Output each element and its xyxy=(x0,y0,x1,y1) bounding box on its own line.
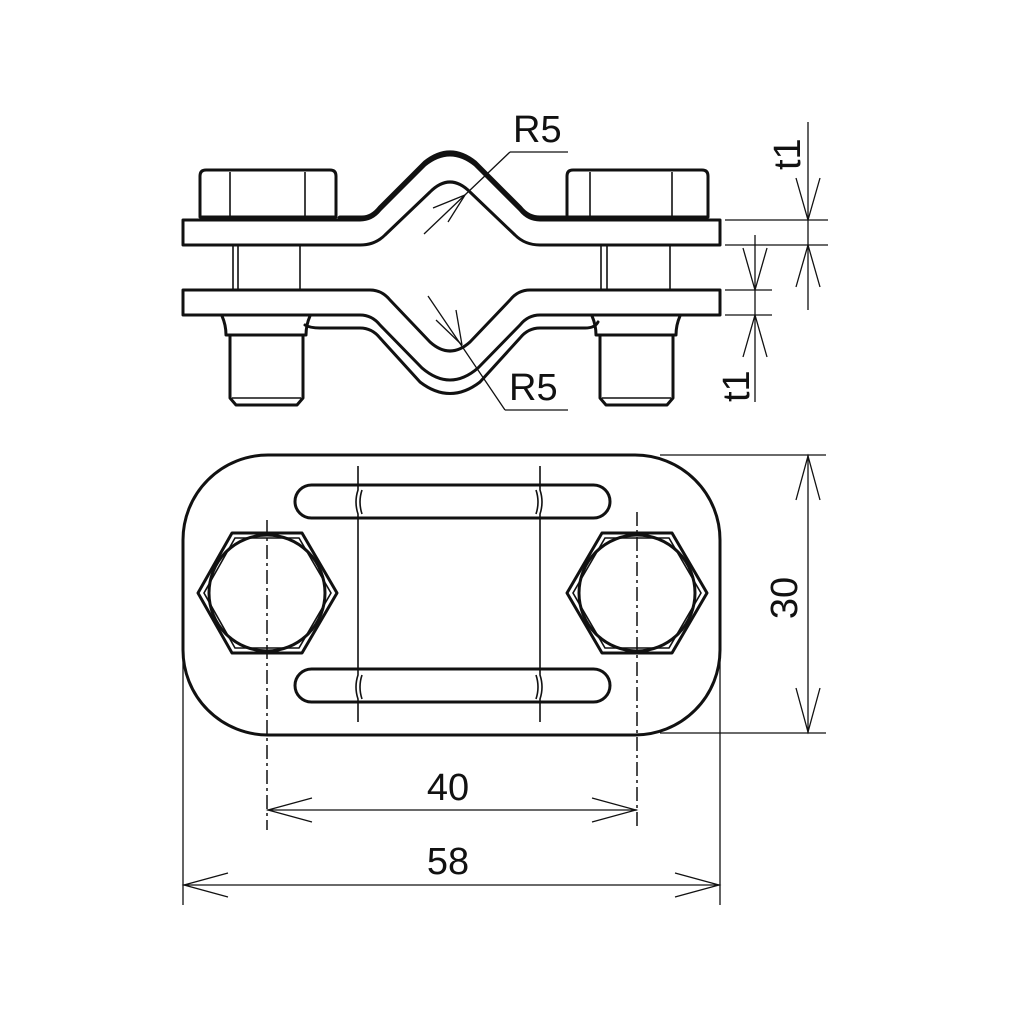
height-dimension: 30 xyxy=(660,453,826,735)
upper-slot xyxy=(293,483,612,520)
radius-bottom-dimension: R5 xyxy=(427,295,568,411)
right-bolt xyxy=(565,168,710,407)
lower-plate xyxy=(181,288,722,382)
height-label: 30 xyxy=(764,577,806,619)
top-view: 30 40 58 xyxy=(181,453,826,905)
thickness-bottom-label: t1 xyxy=(716,370,758,402)
radius-top-label: R5 xyxy=(513,109,562,151)
right-hex-nut xyxy=(565,531,709,655)
radius-bottom-label: R5 xyxy=(509,367,558,409)
length-dimension: 58 xyxy=(181,660,722,905)
hole-spacing-dimension: 40 xyxy=(265,767,639,823)
thickness-top-dimension: t1 xyxy=(725,122,828,310)
side-view: R5 R5 t1 t1 xyxy=(181,109,828,411)
thickness-top-label: t1 xyxy=(767,138,809,170)
strap xyxy=(303,320,600,395)
length-label: 58 xyxy=(427,841,469,883)
lower-slot xyxy=(293,667,612,704)
left-bolt xyxy=(198,168,338,407)
clamp-plate-outline xyxy=(181,453,722,737)
hole-spacing-label: 40 xyxy=(427,767,469,809)
thickness-bottom-dimension: t1 xyxy=(716,235,772,402)
radius-top-dimension: R5 xyxy=(423,109,568,235)
